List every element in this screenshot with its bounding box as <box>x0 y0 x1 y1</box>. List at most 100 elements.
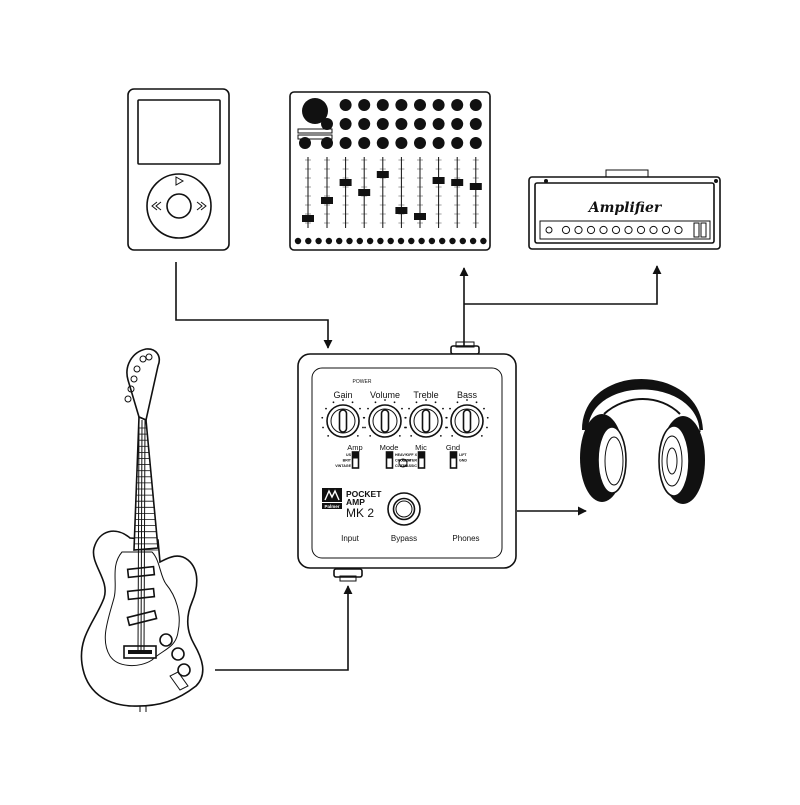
mixer-knob <box>395 99 408 111</box>
mp3-player-icon <box>127 88 230 251</box>
switch-row: AmpUSBRITVINTAGEModeHEAVYCRUNCHCLEANMicO… <box>335 443 467 469</box>
switch-title: Mic <box>415 443 427 452</box>
mixer-knob <box>376 137 389 149</box>
switch-option: CLASSIC <box>401 464 417 468</box>
mixer-fader-cap <box>432 177 445 184</box>
amplifier-icon: Amplifier <box>528 169 721 250</box>
amplifier-knob <box>624 225 633 235</box>
amplifier-knob <box>586 225 596 235</box>
switch-option: BRIT <box>343 459 352 463</box>
mixer-knob <box>395 118 408 130</box>
brand-line-2: AMP <box>346 497 365 507</box>
mixer-button <box>428 237 436 245</box>
mixer-button <box>449 237 456 245</box>
knob-label: Volume <box>370 390 400 400</box>
mixer-fader-cap <box>395 207 408 214</box>
mixer-knob <box>469 99 482 111</box>
mixer-knob <box>414 137 426 149</box>
mixer-knob <box>339 99 352 111</box>
switch-title: Mode <box>380 443 399 452</box>
mixer-button <box>439 237 446 245</box>
mixer-fader-cap <box>321 197 333 204</box>
switch-option: HEAVY <box>395 453 408 457</box>
mixer-fader-cap <box>339 179 352 186</box>
knob-volume[interactable]: Volume <box>363 390 407 438</box>
switch-option: OFF X <box>406 453 417 457</box>
mixer-button <box>305 237 312 245</box>
mixer-knob <box>339 118 352 130</box>
switch-option: US <box>346 453 352 457</box>
mixer-knob <box>469 137 482 149</box>
mixer-knob <box>469 118 482 130</box>
amplifier-knob <box>561 225 571 235</box>
mixer-fader-cap <box>451 179 464 186</box>
knob-bass[interactable]: Bass <box>445 390 489 438</box>
palmer-logo: Palmer <box>322 488 342 509</box>
knob-label: Gain <box>333 390 352 400</box>
mixer-fader-cap <box>302 215 314 222</box>
mixer-knob <box>432 137 445 149</box>
connection-lines <box>175 262 662 671</box>
mixer-fader-cap <box>358 189 371 196</box>
mixer-knob <box>432 99 445 111</box>
mixer-knob <box>451 118 464 130</box>
mixer-knob <box>451 99 464 111</box>
knob-label: Treble <box>413 390 438 400</box>
mixer-button <box>325 237 333 245</box>
amplifier-knob <box>661 225 671 235</box>
amplifier-knob <box>674 225 683 235</box>
amplifier-knob <box>649 225 658 235</box>
switch-option: CRUNCH <box>395 459 411 463</box>
mixer-knob <box>321 137 333 149</box>
knob-gain[interactable]: Gain <box>321 390 365 438</box>
pedal-to-amplifier-line <box>464 265 662 305</box>
mp3-to-pedal-line <box>175 262 333 349</box>
amplifier-knob <box>574 225 583 235</box>
mixer-button <box>315 237 322 245</box>
mixer-knob <box>414 99 426 111</box>
mixer-fader-cap <box>414 213 426 220</box>
mixer-knob <box>414 118 426 130</box>
mixer-fader-cap <box>376 171 389 178</box>
mixing-console-icon <box>289 91 491 251</box>
mixer-fader-cap <box>469 183 482 190</box>
mixer-master-knob <box>302 98 328 124</box>
mixer-knob <box>376 118 389 130</box>
knob-row: Gain Volume Treble Bass <box>321 390 489 438</box>
knob-label: Bass <box>457 390 478 400</box>
switch-option: LIFT <box>459 453 467 457</box>
bypass-footswitch[interactable] <box>387 492 421 526</box>
mixer-button <box>397 237 405 245</box>
mixer-button <box>408 237 415 245</box>
input-port-label: Input <box>341 534 360 543</box>
amplifier-knob <box>636 225 646 235</box>
knob-treble[interactable]: Treble <box>404 390 448 438</box>
amplifier-knob <box>599 225 608 235</box>
mixer-button <box>356 237 363 245</box>
mixer-button <box>336 237 343 245</box>
switch-title: Gnd <box>446 443 460 452</box>
power-label: POWER <box>353 379 372 385</box>
mixer-knob <box>432 118 445 130</box>
mixer-knob <box>358 99 371 111</box>
amplifier-knob <box>611 225 621 235</box>
guitar-to-pedal-line <box>215 585 353 671</box>
mixer-button <box>346 237 353 245</box>
mixer-button <box>366 237 374 245</box>
mixer-button <box>377 237 384 245</box>
mixer-button <box>469 237 477 245</box>
mixer-knob <box>376 99 389 111</box>
mixer-knob <box>358 118 371 130</box>
switch-option: VINTAGE <box>335 464 351 468</box>
headphones-icon <box>580 379 705 504</box>
brand-line-1: POCKET <box>346 489 382 499</box>
mixer-button <box>387 237 394 245</box>
mixer-knob <box>321 118 333 130</box>
mixer-knob <box>451 137 464 149</box>
